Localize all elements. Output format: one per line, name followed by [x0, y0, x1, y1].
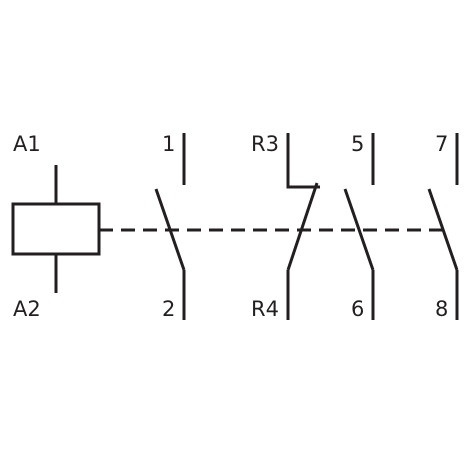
contact-7-8-bottom-terminal-label: 8 — [435, 297, 448, 321]
contact-1-2-bottom-terminal-label: 2 — [162, 297, 175, 321]
contact-7-8-blade — [427, 188, 459, 271]
coil-body — [11, 202, 101, 256]
coil-top-terminal-label: A1 — [13, 132, 41, 156]
contact-1-2-top-terminal-label: 1 — [162, 132, 175, 156]
contact-r3-r4: R3 R4 — [251, 132, 320, 321]
contact-r3-r4-bottom-terminal-label: R4 — [251, 297, 279, 321]
contact-r3-r4-blade — [286, 182, 319, 271]
coil-bottom-terminal-label: A2 — [13, 297, 41, 321]
contact-5-6-top-terminal-label: 5 — [351, 132, 364, 156]
contact-7-8: 7 8 — [427, 132, 459, 321]
contact-5-6-blade — [343, 188, 375, 271]
contact-r3-r4-top-lead — [286, 133, 320, 189]
contact-7-8-top-terminal-label: 7 — [435, 132, 448, 156]
coil: A1 A2 — [11, 132, 101, 321]
contact-1-2-blade — [154, 188, 186, 271]
contact-5-6: 5 6 — [343, 132, 375, 321]
contact-5-6-bottom-terminal-label: 6 — [351, 297, 364, 321]
contact-1-2: 1 2 — [154, 132, 186, 321]
contact-r3-r4-top-terminal-label: R3 — [251, 132, 279, 156]
